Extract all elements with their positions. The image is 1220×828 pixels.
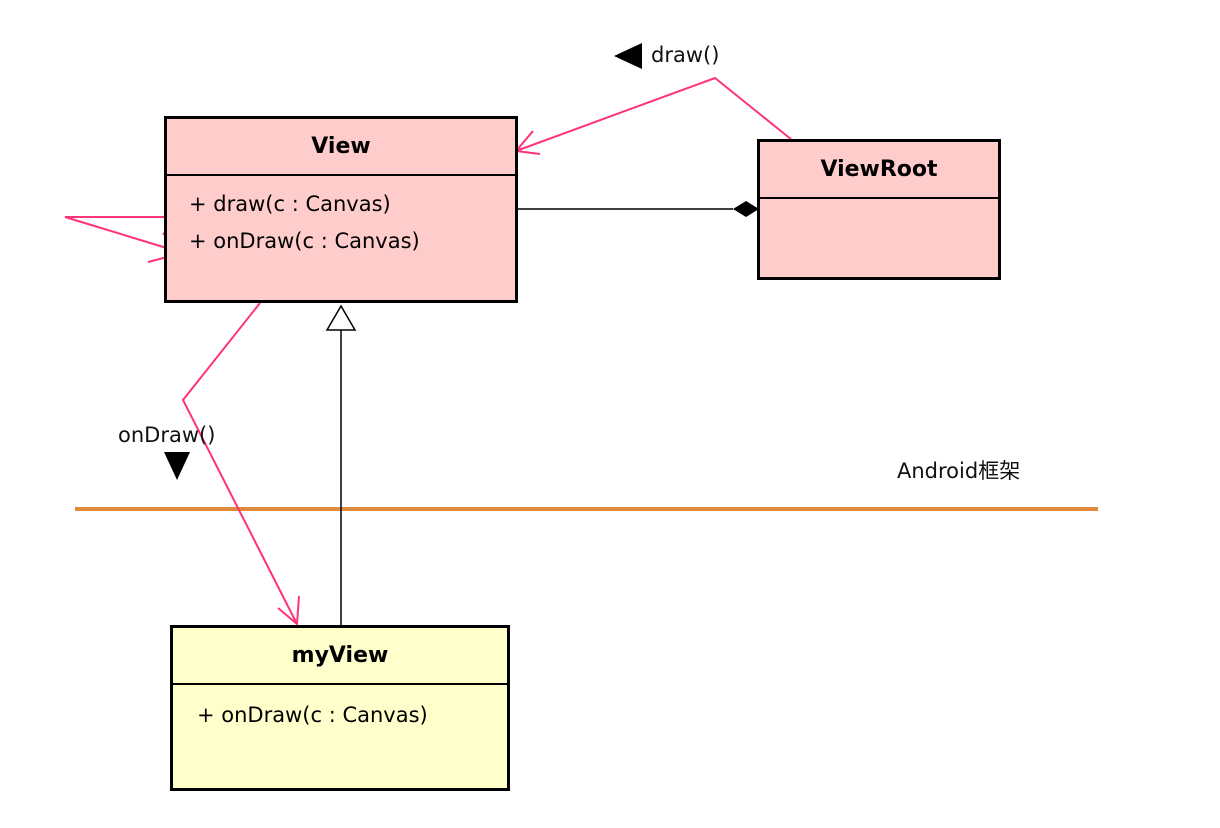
composition-diamond: [733, 201, 759, 217]
viewroot-class-box: ViewRoot: [757, 139, 1001, 280]
view-operation-draw: + draw(c : Canvas): [189, 192, 391, 216]
myview-class-box: myView + onDraw(c : Canvas): [170, 625, 510, 791]
draw-direction-triangle: [614, 43, 642, 69]
ondraw-call-arrowhead: [277, 595, 300, 627]
ondraw-direction-triangle: [164, 452, 190, 480]
draw-call-label: draw(): [651, 43, 720, 67]
ondraw-call-arrow: [181, 302, 298, 625]
view-class-name: View: [167, 119, 515, 176]
framework-label: Android框架: [897, 459, 1021, 483]
draw-call-arrow: [515, 76, 793, 152]
myview-operation-ondraw: + onDraw(c : Canvas): [197, 703, 428, 727]
myview-class-name: myView: [173, 628, 507, 685]
view-class-box: View + draw(c : Canvas) + onDraw(c : Can…: [164, 116, 518, 303]
view-class-operations: + draw(c : Canvas) + onDraw(c : Canvas): [167, 176, 515, 262]
view-operation-ondraw: + onDraw(c : Canvas): [189, 229, 420, 253]
myview-class-operations: + onDraw(c : Canvas): [173, 685, 507, 736]
viewroot-class-name: ViewRoot: [760, 142, 998, 199]
ondraw-call-label: onDraw(): [118, 423, 216, 447]
generalization-arrowhead: [325, 304, 357, 331]
self-call-arrow: [64, 216, 184, 254]
